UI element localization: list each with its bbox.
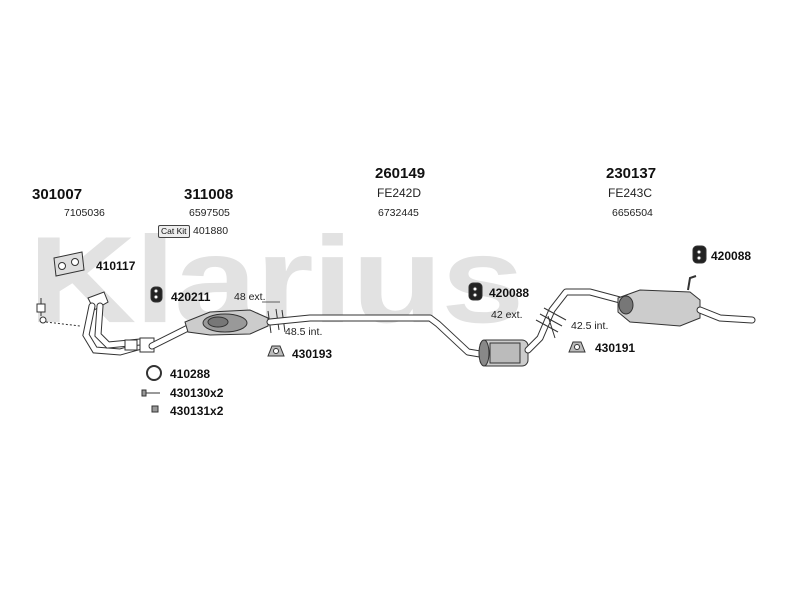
center-pipe-icon [266, 314, 484, 358]
sub-code-fe242d: FE242D [377, 186, 422, 200]
cat-kit-number: 401880 [193, 225, 229, 237]
fitting-label-410117: 410117 [96, 259, 136, 273]
pipe-clamp-icon [535, 307, 567, 339]
rear-pipe-icon [524, 288, 624, 354]
part-number-230137: 230137 [606, 165, 657, 182]
gasket-icon [53, 251, 85, 277]
diameter-note-48-ext: 48 ext. [234, 291, 266, 303]
fitting-label-420088-rear: 420088 [711, 249, 752, 263]
bolt-icon [141, 389, 160, 397]
nut-icon [151, 405, 159, 413]
part-number-260149: 260149 [375, 165, 426, 182]
rear-silencer-icon [617, 275, 701, 327]
sub-code-fe243c: FE243C [608, 186, 653, 200]
bracket-icon [267, 345, 285, 357]
fitting-label-430193: 430193 [292, 347, 333, 361]
fitting-label-430191: 430191 [595, 341, 636, 355]
diameter-note-48-5-int: 48.5 int. [285, 326, 323, 338]
ref-number-6597505: 6597505 [189, 207, 230, 219]
diameter-note-42-5-int: 42.5 int. [571, 320, 609, 332]
front-pipe-icon [82, 291, 155, 356]
rubber-mount-icon [150, 286, 163, 303]
fitting-label-430130x2: 430130x2 [170, 386, 224, 400]
ref-number-7105036: 7105036 [64, 207, 105, 219]
diameter-note-42-ext: 42 ext. [491, 309, 523, 321]
fitting-label-420211: 420211 [171, 290, 211, 304]
fitting-label-420088-center: 420088 [489, 286, 530, 300]
ref-number-6656504: 6656504 [612, 207, 653, 219]
catalytic-converter-icon [184, 309, 269, 336]
rubber-mount-icon [468, 282, 483, 301]
fitting-label-430131x2: 430131x2 [170, 404, 224, 418]
seal-ring-icon [146, 365, 162, 381]
ref-number-6732445: 6732445 [378, 207, 419, 219]
center-silencer-icon [478, 339, 529, 367]
rubber-mount-icon [692, 245, 707, 264]
lambda-sensor-icon [36, 298, 81, 327]
tail-pipe-icon [696, 306, 756, 324]
intermediate-pipe-icon [148, 322, 196, 350]
part-number-311008: 311008 [184, 186, 234, 203]
cat-kit-badge: Cat Kit [158, 225, 190, 238]
part-number-301007: 301007 [32, 186, 83, 203]
fitting-label-410288: 410288 [170, 367, 211, 381]
bracket-icon [568, 341, 586, 353]
